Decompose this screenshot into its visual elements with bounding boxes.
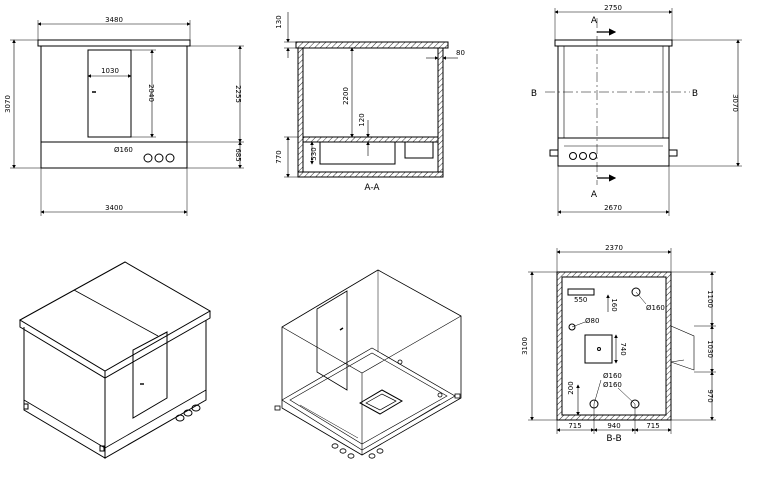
- front-hole: [143, 153, 153, 163]
- bb-hole-bottom-2: Ø160: [603, 381, 622, 389]
- cut-b-right: B: [692, 89, 698, 99]
- front-base-height-label: 685: [234, 148, 242, 161]
- door-width-label: 1030: [101, 67, 119, 75]
- side-roof: [554, 39, 673, 47]
- front-elevation: [10, 20, 244, 216]
- front-door: [87, 49, 132, 138]
- front-hole-label: Ø160: [114, 146, 133, 154]
- bb-bottom-3-label: 715: [646, 422, 659, 430]
- front-body: [40, 45, 188, 143]
- bb-depth-label: 3100: [521, 337, 529, 355]
- aa-roof-label: 130: [275, 15, 283, 28]
- bb-section-label: B-B: [606, 434, 621, 444]
- bb-right-3-label: 970: [706, 389, 714, 402]
- isometric-interior: [274, 269, 462, 459]
- front-hole: [154, 153, 164, 163]
- bb-width-label: 2370: [605, 244, 623, 252]
- aa-height-label: 2200: [342, 87, 350, 105]
- aa-pit-label: 530: [310, 147, 318, 160]
- isometric-exterior: [18, 261, 212, 459]
- front-width-bottom-label: 3400: [105, 204, 123, 212]
- front-base: [40, 141, 188, 169]
- bb-hole-small-label: Ø80: [585, 317, 599, 325]
- bb-bottom-1-label: 715: [568, 422, 581, 430]
- aa-base-label: 770: [275, 150, 283, 163]
- front-height-label: 3070: [4, 95, 12, 113]
- bb-bottom-2-label: 940: [607, 422, 620, 430]
- side-height-label: 3070: [731, 94, 739, 112]
- front-hole: [165, 153, 175, 163]
- front-upper-height-label: 2255: [234, 85, 242, 103]
- section-b-b: [528, 248, 716, 434]
- aa-section-label: A-A: [364, 183, 380, 193]
- cut-b-left: B: [531, 89, 537, 99]
- bb-hatch-label: 740: [619, 342, 627, 355]
- front-roof: [37, 39, 191, 47]
- front-width-top-label: 3480: [105, 16, 123, 24]
- door-height-label: 2040: [147, 84, 155, 102]
- bb-vent-offset-label: 160: [610, 298, 618, 311]
- aa-floor-label: 120: [358, 113, 366, 126]
- cut-a-top: A: [591, 16, 598, 26]
- cut-a-bottom: A: [591, 190, 598, 200]
- section-a-a: [284, 12, 458, 178]
- bb-right-1-label: 1100: [706, 290, 714, 308]
- bb-hole-bottom-1: Ø160: [603, 372, 622, 380]
- aa-wall-label: 80: [456, 49, 465, 57]
- bb-hole-top-label: Ø160: [646, 304, 665, 312]
- bb-offset-label: 200: [567, 381, 575, 394]
- bb-vent-label: 550: [574, 296, 587, 304]
- side-width-bottom-label: 2670: [604, 204, 622, 212]
- side-width-top-label: 2750: [604, 4, 622, 12]
- bb-right-2-label: 1030: [706, 340, 714, 358]
- side-elevation: [545, 8, 742, 216]
